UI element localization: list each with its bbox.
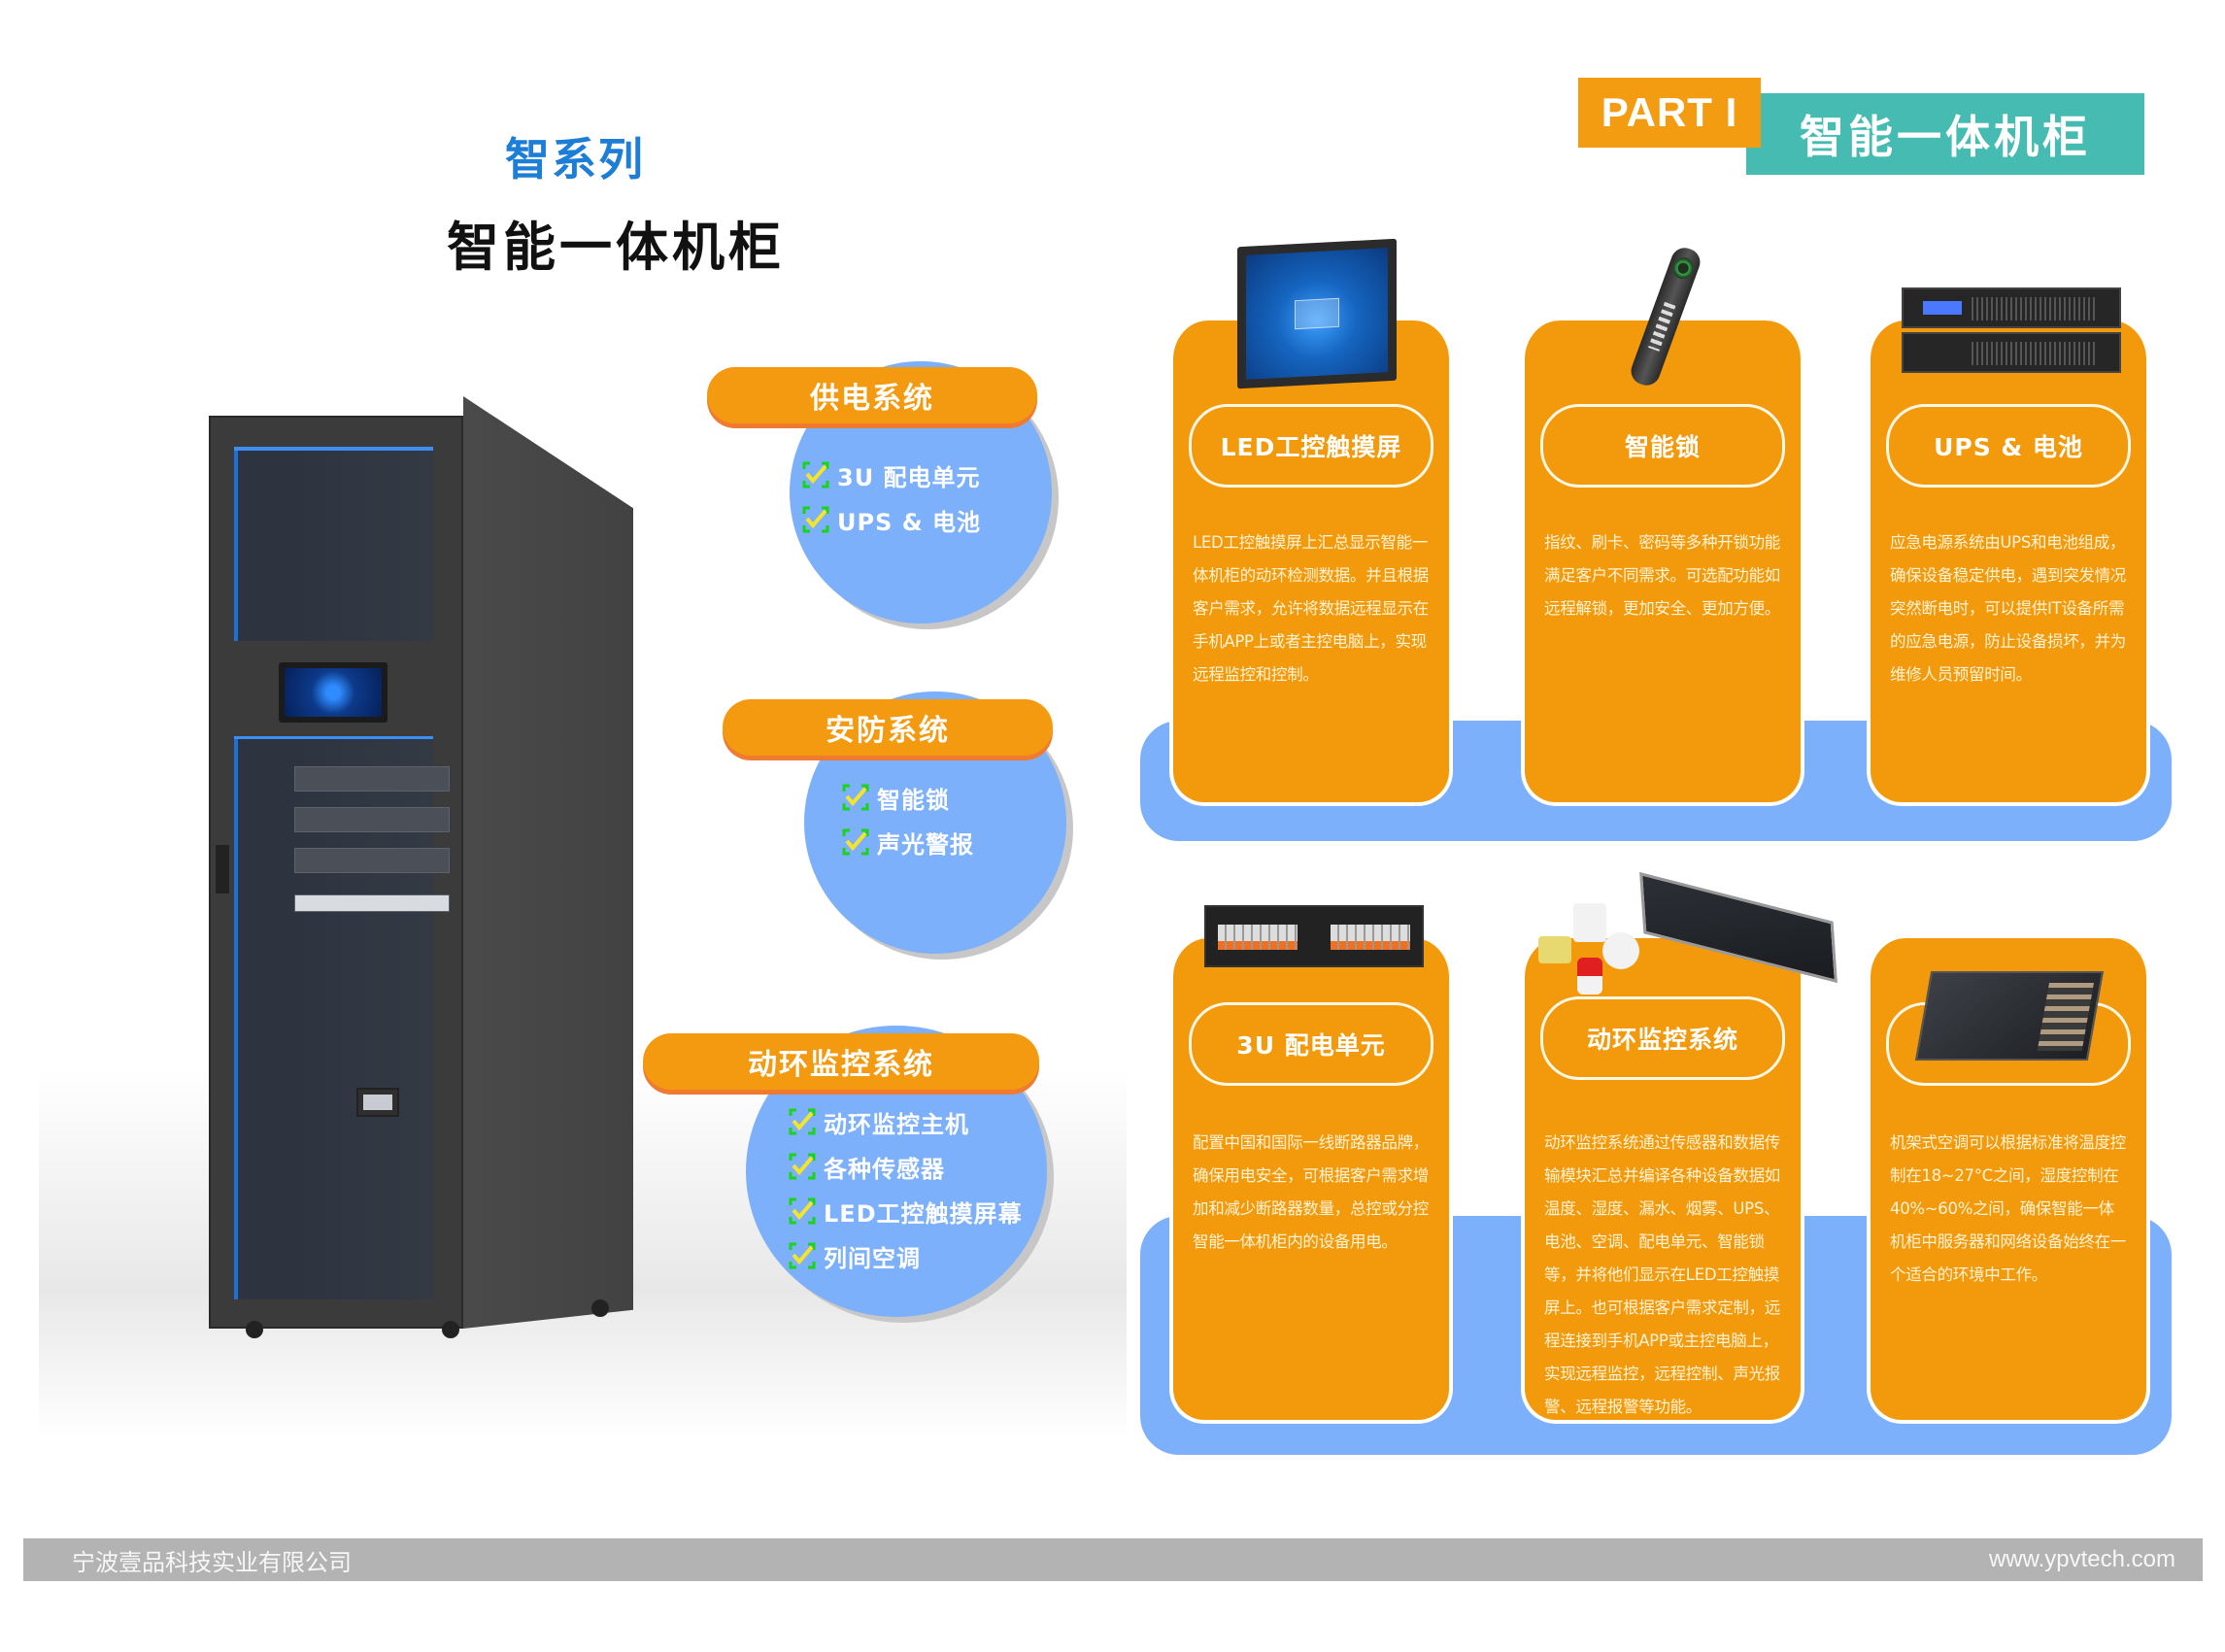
product-card: 动环监控系统 动环监控系统通过传感器和数据传输模块汇总并编译各种设备数据如温度、… bbox=[1521, 938, 1804, 1424]
product-description: 应急电源系统由UPS和电池组成，确保设备稳定供电，遇到突发情况突然断电时，可以提… bbox=[1890, 533, 2127, 684]
product-description: 配置中国和国际一线断路器品牌，确保用电安全，可根据客户需求增加和减少断路器数量，… bbox=[1193, 1133, 1430, 1251]
series-title: 智系列 bbox=[505, 133, 645, 185]
rack-patch-panel bbox=[294, 894, 450, 912]
feature-item: LED工控触摸屏幕 bbox=[789, 1189, 1023, 1233]
cabinet-touch-screen bbox=[279, 662, 388, 723]
feature-monitoring-system: 动环监控系统 动环监控主机 各种传感器 LED工控触摸屏幕 列间空调 bbox=[641, 1026, 1068, 1317]
rack-air-conditioner-image bbox=[1914, 971, 2105, 1061]
feature-item: 动环监控主机 bbox=[789, 1099, 1023, 1144]
product-description: 动环监控系统通过传感器和数据传输模块汇总并编译各种设备数据如温度、湿度、漏水、烟… bbox=[1544, 1133, 1781, 1416]
cabinet-image bbox=[209, 396, 636, 1348]
cabinet-upper-glass bbox=[234, 447, 433, 641]
product-card: UPS & 电池 应急电源系统由UPS和电池组成，确保设备稳定供电，遇到突发情况… bbox=[1867, 320, 2150, 806]
feature-title: 供电系统 bbox=[707, 367, 1037, 423]
feature-security-system: 安防系统 智能锁 声光警报 bbox=[711, 691, 1080, 963]
part-label: PART I bbox=[1601, 89, 1738, 135]
wheel-icon bbox=[246, 1321, 263, 1338]
part-title: 智能一体机柜 bbox=[1800, 111, 2091, 163]
check-icon bbox=[802, 461, 829, 489]
product-description: 指纹、刷卡、密码等多种开锁功能满足客户不同需求。可选配功能如远程解锁，更加安全、… bbox=[1544, 533, 1781, 618]
check-icon bbox=[802, 506, 829, 533]
product-card: 智能锁 指纹、刷卡、密码等多种开锁功能满足客户不同需求。可选配功能如远程解锁，更… bbox=[1521, 320, 1804, 806]
feature-power-system: 供电系统 3U 配电单元 UPS & 电池 bbox=[707, 361, 1076, 633]
main-title: 智能一体机柜 bbox=[447, 217, 785, 278]
feature-title: 动环监控系统 bbox=[643, 1033, 1039, 1090]
product-name: LED工控触摸屏 bbox=[1189, 404, 1433, 488]
check-icon bbox=[789, 1242, 816, 1269]
rack-server bbox=[294, 807, 450, 832]
feature-item: 列间空调 bbox=[789, 1233, 1023, 1278]
wheel-icon bbox=[442, 1321, 459, 1338]
product-name: 3U 配电单元 bbox=[1189, 1002, 1433, 1086]
feature-item: 3U 配电单元 bbox=[802, 453, 981, 497]
check-icon bbox=[789, 1108, 816, 1135]
ups-battery-image bbox=[1902, 287, 2121, 375]
product-name: 动环监控系统 bbox=[1540, 996, 1785, 1080]
feature-title: 安防系统 bbox=[723, 699, 1053, 756]
product-description: LED工控触摸屏上汇总显示智能一体机柜的动环检测数据。并且根据客户需求，允许将数… bbox=[1193, 533, 1430, 684]
cabinet-nameplate bbox=[356, 1088, 399, 1117]
feature-item: 智能锁 bbox=[842, 775, 974, 820]
feature-item: 各种传感器 bbox=[789, 1144, 1023, 1189]
check-icon bbox=[789, 1197, 816, 1225]
website-link[interactable]: www.ypvtech.com bbox=[1988, 1546, 2175, 1572]
product-name: 智能锁 bbox=[1540, 404, 1785, 488]
cabinet-side-panel bbox=[463, 396, 633, 1329]
part-title-banner: 智能一体机柜 bbox=[1746, 80, 2144, 175]
touch-screen-monitor-image bbox=[1237, 238, 1397, 389]
cabinet-door-handle bbox=[216, 845, 229, 893]
product-card: LED工控触摸屏 LED工控触摸屏上汇总显示智能一体机柜的动环检测数据。并且根据… bbox=[1169, 320, 1453, 806]
cabinet-front-door bbox=[209, 416, 463, 1329]
product-card: 3U 配电单元 配置中国和国际一线断路器品牌，确保用电安全，可根据客户需求增加和… bbox=[1169, 938, 1453, 1424]
footer-bar: 宁波壹品科技实业有限公司 www.ypvtech.com bbox=[23, 1538, 2203, 1581]
check-icon bbox=[789, 1153, 816, 1180]
cabinet-lower-glass bbox=[234, 736, 450, 1299]
wheel-icon bbox=[591, 1299, 609, 1317]
feature-item: 声光警报 bbox=[842, 820, 974, 864]
check-icon bbox=[842, 828, 869, 856]
rack-server bbox=[294, 848, 450, 873]
company-name: 宁波壹品科技实业有限公司 bbox=[72, 1548, 352, 1576]
product-card: 机架式空调 机架式空调可以根据标准将温度控制在18~27°C之间，湿度控制在40… bbox=[1867, 938, 2150, 1424]
power-distribution-unit-image bbox=[1204, 905, 1424, 967]
feature-item: UPS & 电池 bbox=[802, 497, 981, 542]
rack-server bbox=[294, 766, 450, 792]
product-name: UPS & 电池 bbox=[1886, 404, 2131, 488]
product-description: 机架式空调可以根据标准将温度控制在18~27°C之间，湿度控制在40%~60%之… bbox=[1890, 1133, 2127, 1284]
environment-monitoring-host-image bbox=[1534, 871, 1845, 1000]
part-label-badge: PART I bbox=[1578, 78, 1761, 148]
check-icon bbox=[842, 784, 869, 811]
